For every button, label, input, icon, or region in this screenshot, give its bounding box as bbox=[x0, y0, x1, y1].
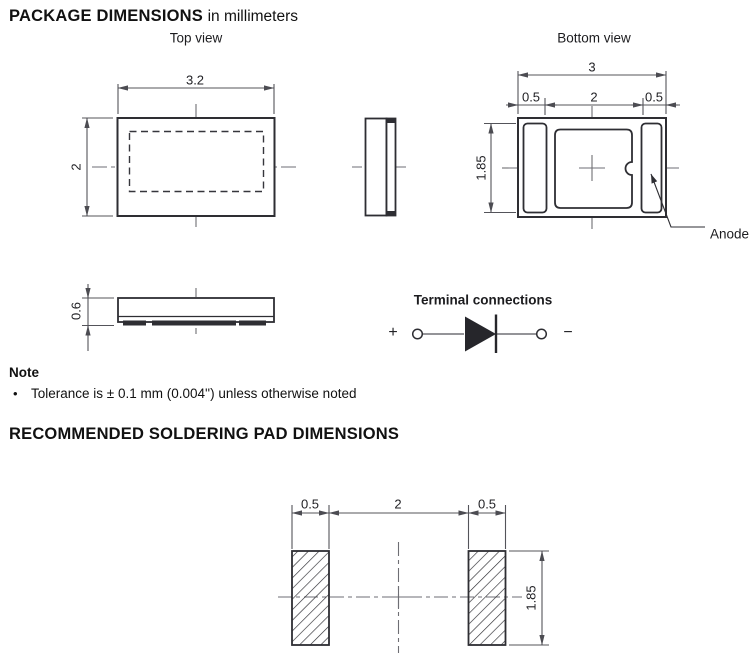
diode-triangle bbox=[465, 316, 496, 352]
plus-sign: + bbox=[388, 324, 398, 341]
terminal-cap-bottom bbox=[386, 211, 396, 216]
bottom-view-center-cross bbox=[579, 155, 605, 181]
package-outline-front bbox=[117, 297, 275, 323]
package-outline-top bbox=[116, 117, 276, 217]
note-section: Note • Tolerance is ± 0.1 mm (0.004'') u… bbox=[9, 365, 356, 401]
dim-top-width bbox=[117, 84, 275, 114]
solder-dim-1-85: 1.85 bbox=[523, 585, 539, 611]
anode-leader-arrow bbox=[650, 173, 705, 228]
solder-dim-2: 2 bbox=[394, 496, 402, 512]
side-view-drawing bbox=[352, 117, 410, 217]
diode-symbol bbox=[411, 314, 548, 353]
front-view-drawing bbox=[82, 284, 275, 351]
solder-pad-center-cross bbox=[387, 586, 410, 609]
dim-label-2-vert: 2 bbox=[68, 163, 84, 171]
dim-label-0-5-left: 0.5 bbox=[521, 89, 541, 105]
top-view-label: Top view bbox=[169, 30, 223, 46]
page-subtitle: in millimeters bbox=[207, 8, 299, 25]
dim-label-3: 3 bbox=[588, 59, 596, 75]
minus-sign: − bbox=[563, 324, 573, 341]
dim-label-0-5-right: 0.5 bbox=[644, 89, 664, 105]
anode-label: Anode bbox=[710, 226, 750, 242]
note-text: Tolerance is ± 0.1 mm (0.004'') unless o… bbox=[31, 386, 357, 401]
bottom-view-drawing bbox=[484, 71, 705, 229]
solder-pad-left bbox=[291, 550, 330, 646]
side-view-body bbox=[364, 117, 388, 217]
dim-front-thickness bbox=[82, 284, 114, 351]
bottom-view-label: Bottom view bbox=[557, 30, 631, 46]
bullet-icon: • bbox=[13, 386, 18, 401]
dim-bottom-chain bbox=[506, 98, 680, 115]
dim-label-1-85: 1.85 bbox=[473, 155, 489, 181]
front-foot-left bbox=[123, 320, 146, 326]
soldering-section-title: RECOMMENDED SOLDERING PAD DIMENSIONS bbox=[9, 425, 400, 443]
anode-pad bbox=[640, 122, 663, 214]
note-title: Note bbox=[9, 365, 39, 380]
terminal-connections-label: Terminal connections bbox=[413, 292, 553, 308]
dim-label-3-2: 3.2 bbox=[185, 72, 205, 88]
solder-dim-0-5-right: 0.5 bbox=[477, 496, 497, 512]
front-foot-right bbox=[239, 320, 266, 326]
side-view-terminal-band bbox=[385, 117, 397, 217]
dim-bottom-height bbox=[484, 122, 516, 214]
center-thermal-pad-with-notch bbox=[554, 128, 633, 209]
dim-label-2-mid: 2 bbox=[590, 89, 598, 105]
solder-pad-drawing bbox=[278, 505, 549, 653]
dim-top-height bbox=[82, 117, 113, 217]
solder-pad-right bbox=[467, 550, 507, 646]
dim-solder-chain bbox=[291, 505, 507, 549]
page-title-block: PACKAGE DIMENSIONS in millimeters bbox=[9, 7, 298, 26]
solder-dim-0-5-left: 0.5 bbox=[300, 496, 320, 512]
dim-solder-height bbox=[509, 550, 549, 646]
page-title: PACKAGE DIMENSIONS bbox=[9, 7, 203, 25]
front-foot-center bbox=[152, 320, 236, 326]
terminal-cap-top bbox=[386, 118, 396, 123]
top-view-drawing bbox=[82, 84, 300, 231]
anode-terminal-circle bbox=[411, 328, 424, 340]
cathode-terminal-circle bbox=[535, 328, 548, 340]
cathode-pad bbox=[522, 122, 548, 214]
dim-label-0-6: 0.6 bbox=[68, 301, 84, 321]
internal-outline-dashed bbox=[128, 130, 265, 193]
